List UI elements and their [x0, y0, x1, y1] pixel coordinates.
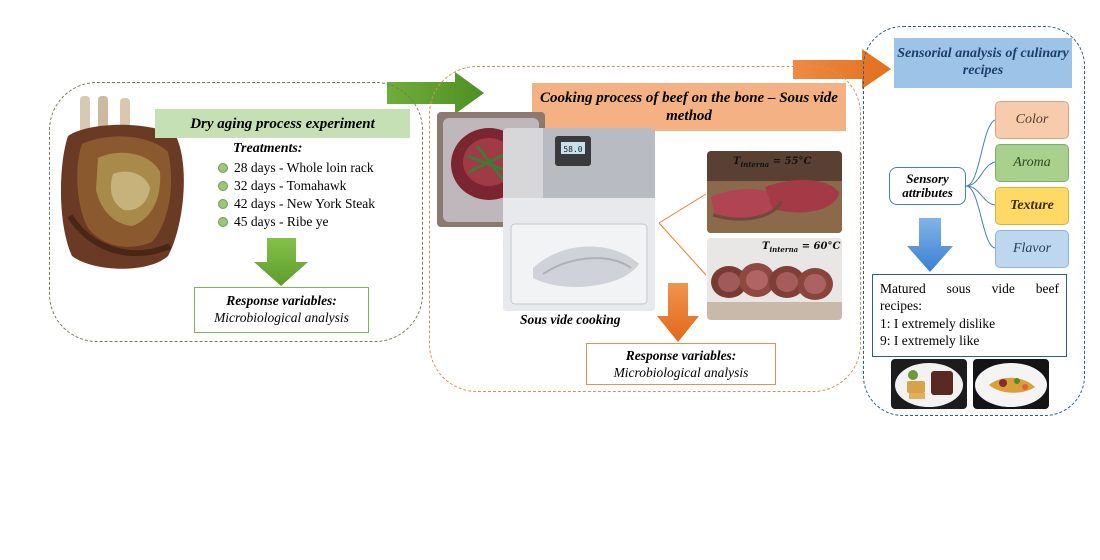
- steak-60c-photo: [707, 238, 842, 320]
- treatments-heading: Treatments:: [233, 141, 303, 156]
- line-to-60c: [658, 222, 707, 276]
- scale-text-line2: recipes:: [880, 298, 922, 314]
- response-box-sous-vide: Response variables: Microbiological anal…: [586, 343, 776, 385]
- attribute-color: Color: [995, 101, 1069, 139]
- panel-dry-aging: [49, 82, 423, 342]
- attribute-flavor: Flavor: [995, 230, 1069, 268]
- temp-label-55: Tinterna = 55°C: [733, 156, 812, 169]
- response-heading: Response variables:: [226, 293, 337, 308]
- sensory-attributes-box: Sensory attributes: [889, 167, 966, 205]
- title-sous-vide: Cooking process of beef on the bone – So…: [532, 83, 846, 131]
- attribute-connectors: [965, 119, 996, 249]
- attribute-texture: Texture: [995, 187, 1069, 225]
- dish-photo-2: [973, 359, 1049, 409]
- sous-vide-container-photo: 58.0: [503, 128, 655, 311]
- dry-aged-rack-photo: [60, 96, 184, 269]
- list-item: 28 days - Whole loin rack: [218, 159, 375, 177]
- down-arrow-response-1: [254, 238, 308, 286]
- scale-item-2: 9: I extremely like: [880, 332, 980, 348]
- attribute-aroma: Aroma: [995, 144, 1069, 182]
- list-item: 32 days - Tomahawk: [218, 177, 375, 195]
- response-heading: Response variables:: [625, 348, 737, 363]
- panel-sensorial: [863, 26, 1085, 416]
- scale-text-line1: Matured sous vide beef: [880, 281, 1059, 296]
- steak-55c-photo: [707, 151, 842, 233]
- line-to-55c: [658, 193, 707, 224]
- response-box-dry-aging: Response variables: Microbiological anal…: [194, 287, 369, 333]
- title-sensorial: Sensorial analysis of culinary recipes: [894, 38, 1072, 88]
- list-item: 45 days - Ribe ye: [218, 213, 375, 231]
- panel-sous-vide: [429, 66, 861, 392]
- dish-photo-1: [891, 359, 967, 409]
- list-item: 42 days - New York Steak: [218, 195, 375, 213]
- thermometer-reading: 58.0: [563, 145, 582, 154]
- treatment-list: 28 days - Whole loin rack 32 days - Toma…: [218, 159, 375, 231]
- temp-label-60: Tinterna = 60°C: [762, 241, 841, 254]
- scale-item-1: 1: I extremely dislike: [880, 315, 996, 331]
- hedonic-scale-box: Matured sous vide beef recipes: 1: I ext…: [872, 274, 1067, 357]
- sensory-label: Sensory attributes: [902, 170, 953, 200]
- down-arrow-scale: [907, 218, 953, 272]
- down-arrow-response-2: [657, 283, 699, 342]
- title-dry-aging: Dry aging process experiment: [155, 109, 410, 138]
- response-text: Microbiological analysis: [613, 364, 749, 380]
- sous-vide-caption: Sous vide cooking: [520, 312, 621, 327]
- response-text: Microbiological analysis: [214, 309, 349, 325]
